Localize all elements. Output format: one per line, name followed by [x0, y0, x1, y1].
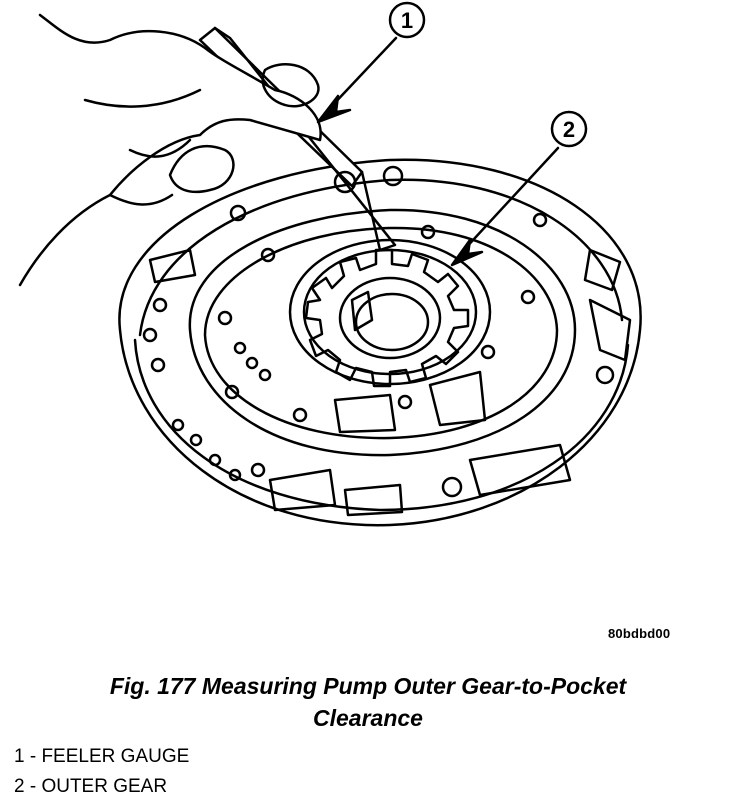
callout-2-leader	[450, 146, 560, 267]
hand	[18, 13, 322, 287]
figure-caption: Fig. 177 Measuring Pump Outer Gear-to-Po…	[0, 670, 736, 734]
callout-legend: 1 - FEELER GAUGE 2 - OUTER GEAR	[14, 742, 189, 802]
image-id: 80bdbd00	[608, 626, 671, 641]
caption-line-2: Clearance	[313, 705, 423, 731]
callout-1-leader	[316, 36, 398, 124]
caption-line-1: Fig. 177 Measuring Pump Outer Gear-to-Po…	[109, 673, 627, 699]
callout-2-marker: 2	[550, 110, 588, 148]
callout-2-number: 2	[563, 117, 575, 142]
callout-1-number: 1	[401, 8, 413, 33]
callout-1-marker: 1	[388, 1, 426, 39]
legend-item-outer-gear: 2 - OUTER GEAR	[14, 776, 168, 797]
legend-item-feeler-gauge: 1 - FEELER GAUGE	[14, 746, 190, 767]
pump-illustration: 1 2	[18, 1, 642, 527]
outer-gear	[288, 238, 492, 388]
